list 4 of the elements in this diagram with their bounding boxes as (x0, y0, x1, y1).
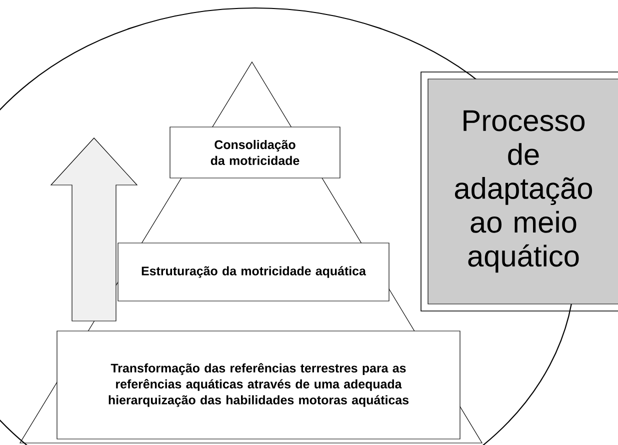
title-box: Processo de adaptação ao meio aquático (420, 72, 618, 312)
level-box: Estruturação da motricidade aquática (118, 242, 390, 302)
level-box: Transformação das referências terrestres para as referências aquáticas através de uma adequada hierarquização das habilidades motoras aquáticas (56, 330, 460, 440)
level-box: Consolidação da motricidade (170, 126, 340, 178)
